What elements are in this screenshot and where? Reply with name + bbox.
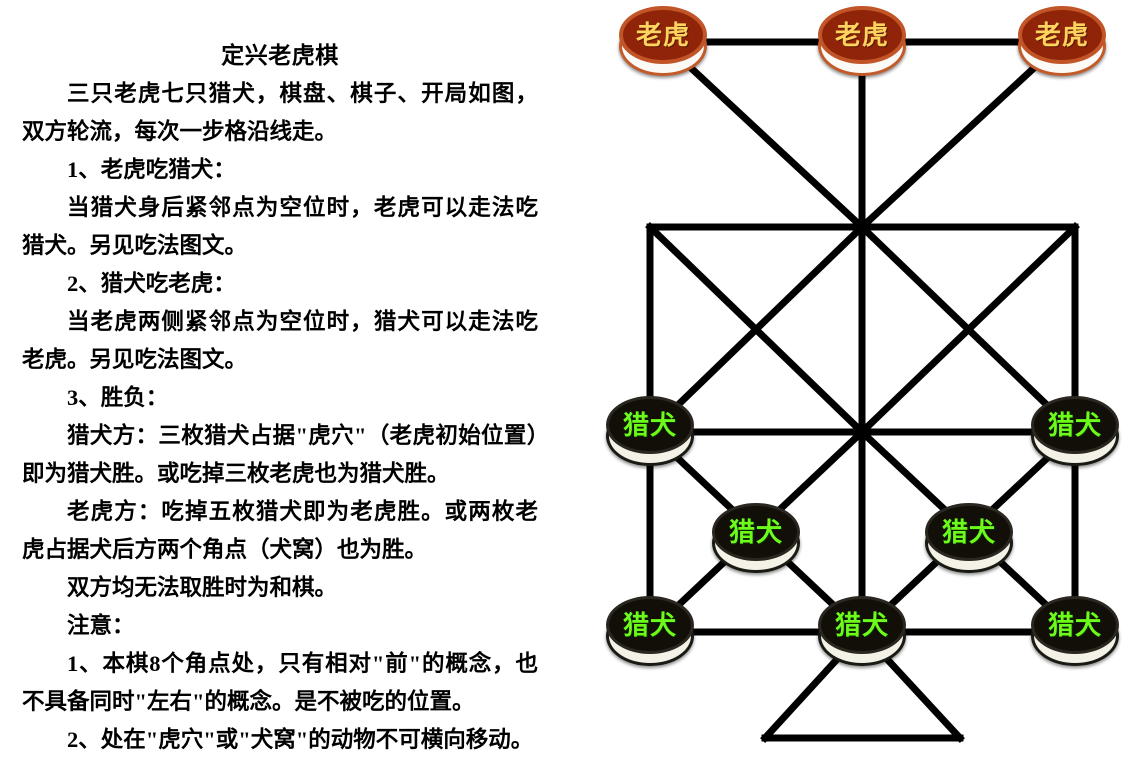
piece-label: 老虎 <box>834 20 889 50</box>
piece-tiger-right[interactable]: 老虎 <box>1014 4 1110 80</box>
line-lair-right-leg <box>857 37 1067 232</box>
paragraph-notice1: 1、本棋8个角点处，只有相对"前"的概念，也不具备同时"左右"的概念。是不被吃的… <box>22 650 538 714</box>
paragraph-rule3-tiger: 老虎方：吃掉五枚猎犬即为老虎胜。或两枚老虎占据犬后方两个角点（犬窝）也为胜。 <box>22 498 538 562</box>
rules-panel: 定兴老虎棋 三只老虎七只猎犬，棋盘、棋子、开局如图，双方轮流，每次一步格沿线走。… <box>0 0 560 752</box>
piece-dog-mid-left[interactable]: 猎犬 <box>602 394 698 470</box>
piece-dog-inner-right[interactable]: 猎犬 <box>921 501 1017 577</box>
piece-face: 老虎 <box>818 6 906 64</box>
paragraph-rule1-head: 1、老虎吃猎犬： <box>67 156 236 182</box>
piece-face: 老虎 <box>619 6 707 64</box>
piece-dog-bottom-left[interactable]: 猎犬 <box>602 594 698 670</box>
paragraph-rule2-body: 当老虎两侧紧邻点为空位时，猎犬可以走法吃老虎。另见吃法图文。 <box>22 308 538 372</box>
line-diag-tl-b <box>645 222 867 437</box>
paragraph-rule3-head: 3、胜负： <box>67 384 169 410</box>
piece-dog-mid-right[interactable]: 猎犬 <box>1027 394 1123 470</box>
piece-face: 猎犬 <box>712 503 800 561</box>
piece-face: 猎犬 <box>1031 596 1119 654</box>
paragraph-rule1-body: 当猎犬身后紧邻点为空位时，老虎可以走法吃猎犬。另见吃法图文。 <box>22 194 538 258</box>
piece-face: 猎犬 <box>818 596 906 654</box>
piece-label: 猎犬 <box>728 517 783 547</box>
piece-label: 猎犬 <box>622 410 677 440</box>
game-board[interactable]: 老虎 老虎 老虎 猎犬 猎犬 <box>560 0 1128 752</box>
paragraph-notice-head: 注意： <box>67 612 135 638</box>
line-diag-tr-b <box>857 222 1080 437</box>
piece-label: 猎犬 <box>1047 610 1102 640</box>
piece-dog-bottom-center[interactable]: 猎犬 <box>814 594 910 670</box>
piece-face: 猎犬 <box>925 503 1013 561</box>
paragraph-rule3-dog: 猎犬方：三枚猎犬占据"虎穴"（老虎初始位置）即为猎犬胜。或吃掉三枚老虎也为猎犬胜… <box>22 422 538 486</box>
piece-face: 猎犬 <box>606 596 694 654</box>
piece-dog-inner-left[interactable]: 猎犬 <box>708 501 804 577</box>
paragraph-notice2: 2、处在"虎穴"或"犬窝"的动物不可横向移动。 <box>67 726 534 752</box>
paragraph-intro: 三只老虎七只猎犬，棋盘、棋子、开局如图，双方轮流，每次一步格沿线走。 <box>22 80 538 144</box>
paragraph-rule3-draw: 双方均无法取胜时为和棋。 <box>67 574 338 600</box>
piece-face: 老虎 <box>1018 6 1106 64</box>
piece-label: 猎犬 <box>941 517 996 547</box>
paragraph-rule2-head: 2、猎犬吃老虎： <box>67 270 236 296</box>
piece-tiger-center[interactable]: 老虎 <box>814 4 910 80</box>
piece-label: 猎犬 <box>622 610 677 640</box>
piece-tiger-left[interactable]: 老虎 <box>615 4 711 80</box>
line-lair-left-leg <box>658 37 867 232</box>
piece-label: 老虎 <box>635 20 690 50</box>
piece-dog-bottom-right[interactable]: 猎犬 <box>1027 594 1123 670</box>
piece-face: 猎犬 <box>606 396 694 454</box>
piece-face: 猎犬 <box>1031 396 1119 454</box>
piece-label: 猎犬 <box>1047 410 1102 440</box>
piece-label: 猎犬 <box>834 610 889 640</box>
page-title: 定兴老虎棋 <box>221 43 339 68</box>
piece-label: 老虎 <box>1034 20 1089 50</box>
